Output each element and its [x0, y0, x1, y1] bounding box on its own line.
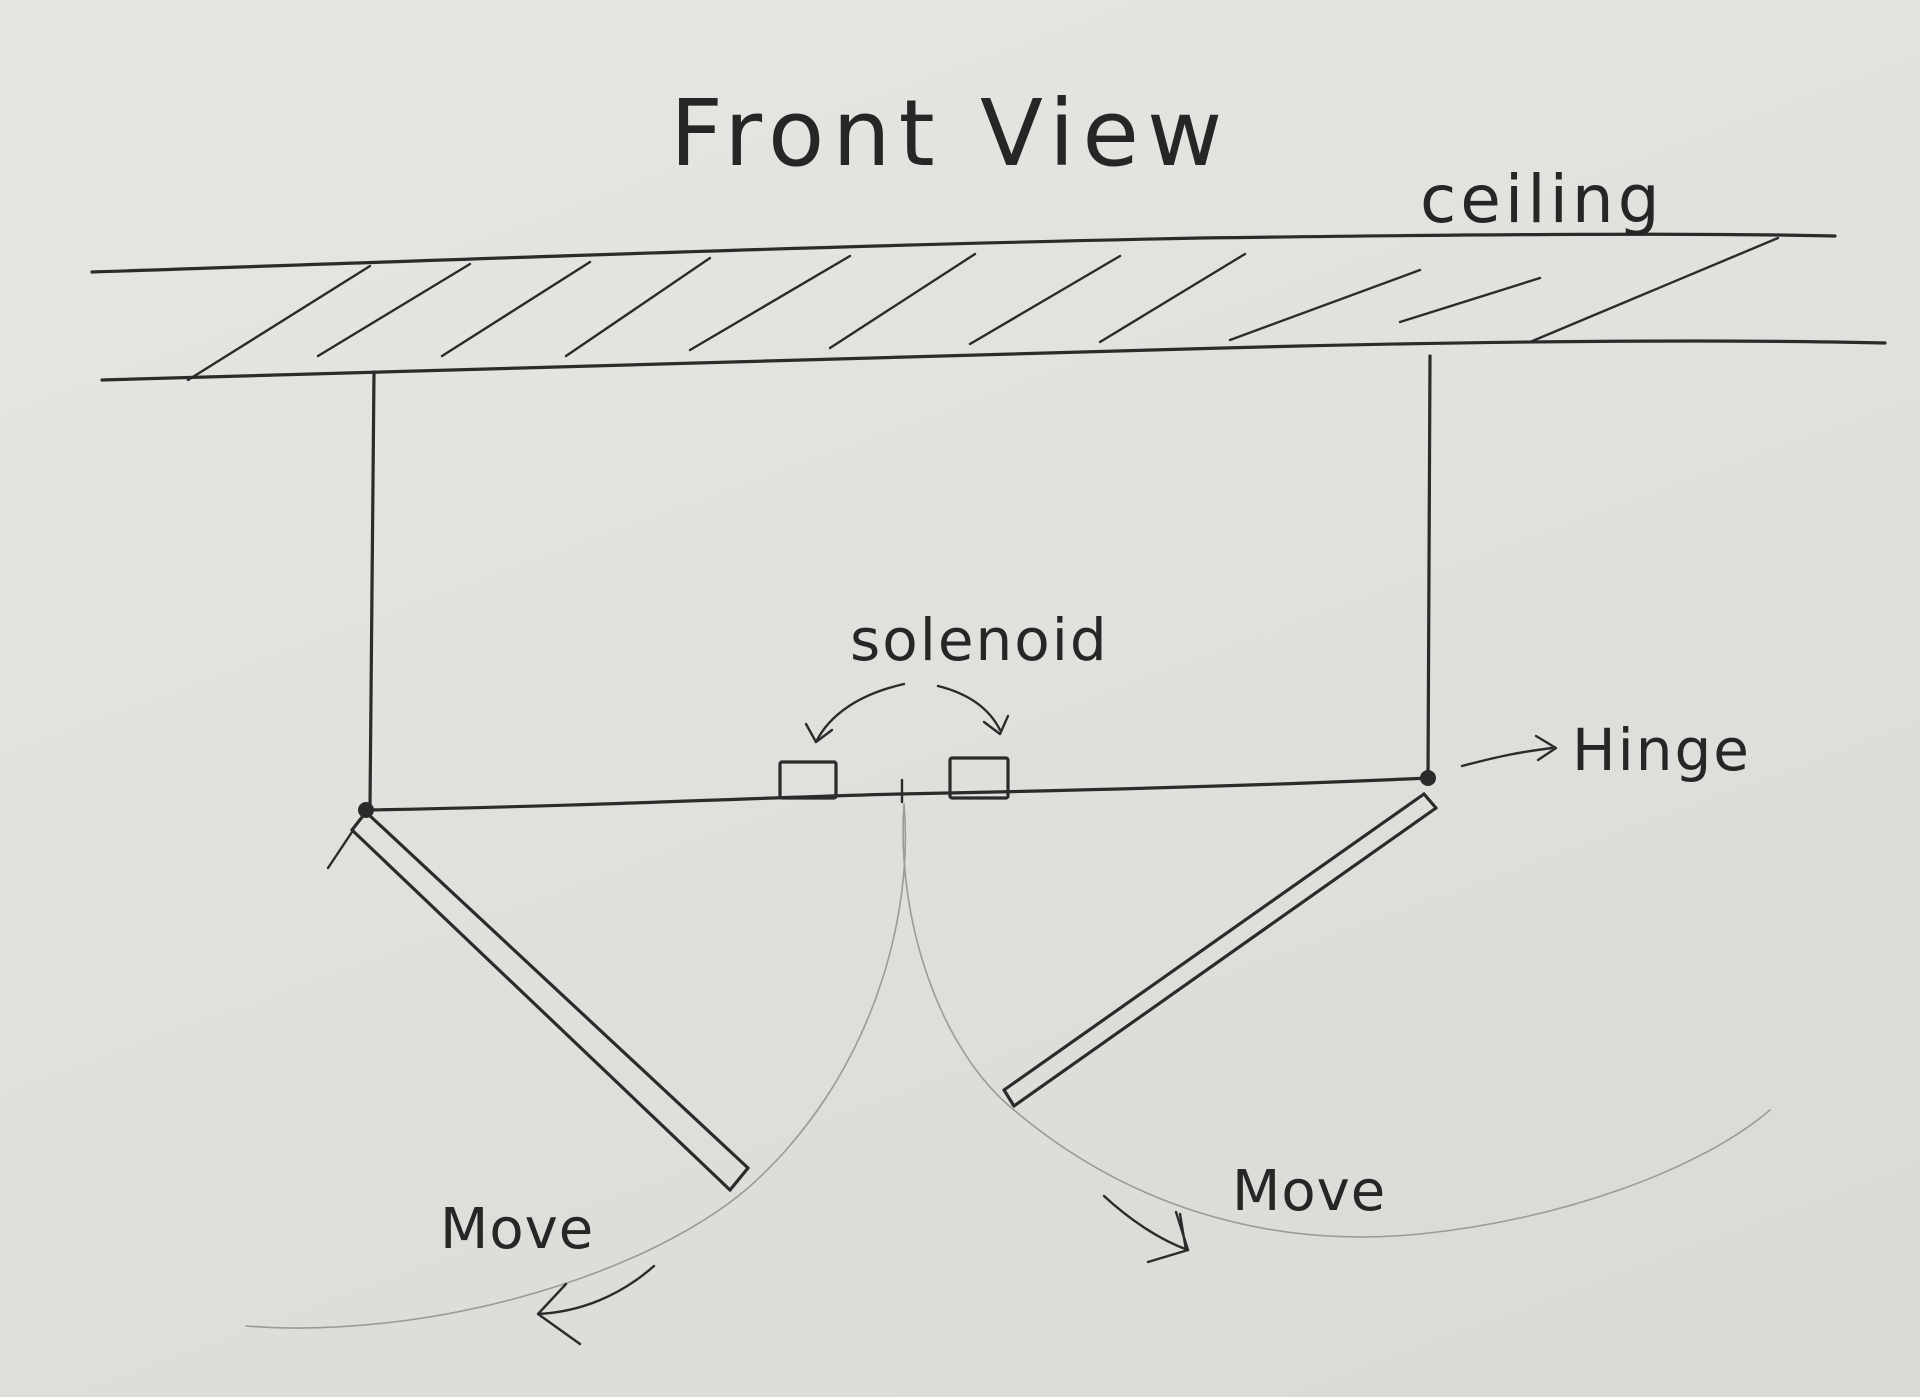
- hinge-pointer-arrow: [1460, 734, 1558, 768]
- solenoid-label: solenoid: [850, 606, 1109, 674]
- move-arrow-left: [536, 1264, 656, 1346]
- move-label-left: Move: [440, 1197, 594, 1262]
- diagram-title: Front View: [670, 80, 1230, 187]
- right-hinge-pivot: [1420, 770, 1436, 786]
- right-door-panel: [1002, 792, 1438, 1108]
- ceiling-slab: [90, 232, 1887, 382]
- right-swing-arc: [902, 803, 1771, 1238]
- solenoid-left: [778, 760, 838, 800]
- door-frame: [364, 354, 1432, 812]
- left-door-panel: [326, 810, 750, 1192]
- ceiling-hatching: [186, 236, 1780, 382]
- hinge-label: Hinge: [1572, 716, 1751, 784]
- move-label-right: Move: [1232, 1159, 1386, 1224]
- solenoid-arrows: [804, 682, 1010, 744]
- solenoid-right: [948, 756, 1010, 800]
- ceiling-label: ceiling: [1420, 161, 1664, 238]
- left-swing-arc: [245, 803, 907, 1329]
- move-arrow-right: [1102, 1194, 1190, 1264]
